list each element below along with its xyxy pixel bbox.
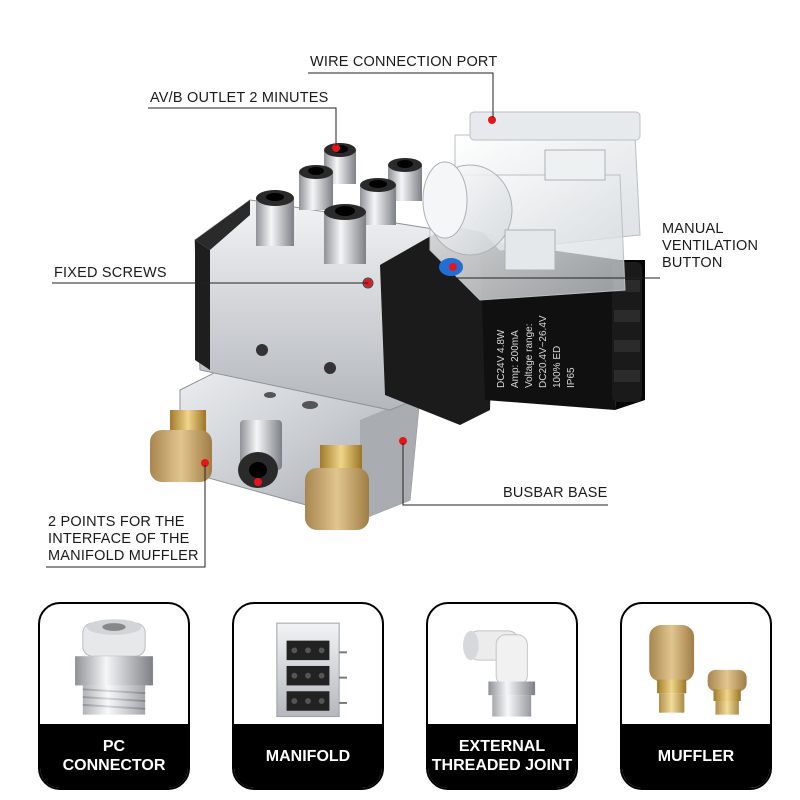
callout-muffler-points: 2 POINTS FOR THE INTERFACE OF THE MANIFO…: [48, 514, 199, 564]
push-in-fittings: [256, 143, 422, 264]
product-label: MUFFLER: [622, 724, 770, 788]
product-label: MANIFOLD: [234, 724, 382, 788]
callout-busbar-base: BUSBAR BASE: [503, 485, 608, 501]
product-card-manifold: MANIFOLD: [232, 602, 384, 790]
svg-text:DC20.4V~26.4V: DC20.4V~26.4V: [538, 315, 549, 388]
elbow-joint-icon: [463, 630, 536, 717]
svg-text:100% ED: 100% ED: [552, 346, 563, 388]
svg-text:Amp: 200mA: Amp: 200mA: [510, 330, 521, 388]
wire-connectors: [422, 111, 641, 301]
coil-spec-text: DC24V 4.8W Amp: 200mA Voltage range: DC2…: [496, 315, 577, 388]
svg-text:Voltage range:: Voltage range:: [524, 324, 535, 389]
callout-manual-ventilation-button: MANUAL VENTILATION BUTTON: [662, 221, 759, 271]
callout-wire-connection-port: WIRE CONNECTION PORT: [310, 54, 498, 70]
valve-body: [194, 199, 441, 411]
product-card-muffler: MUFFLER: [620, 602, 772, 790]
svg-text:DC24V 4.8W: DC24V 4.8W: [496, 329, 507, 388]
leader-lines: [46, 72, 660, 568]
muffler-icon: [649, 625, 747, 715]
pc-connector-icon: [75, 619, 153, 715]
valve-illustration: DC24V 4.8W Amp: 200mA Voltage range: DC2…: [46, 72, 660, 568]
callout-markers: [201, 116, 496, 486]
callout-fixed-screws: FIXED SCREWS: [54, 265, 167, 281]
manifold-icon: [276, 622, 347, 718]
svg-text:IP65: IP65: [566, 367, 577, 388]
callout-outlet: AV/B OUTLET 2 MINUTES: [150, 90, 329, 106]
bottom-fittings: [150, 410, 369, 530]
